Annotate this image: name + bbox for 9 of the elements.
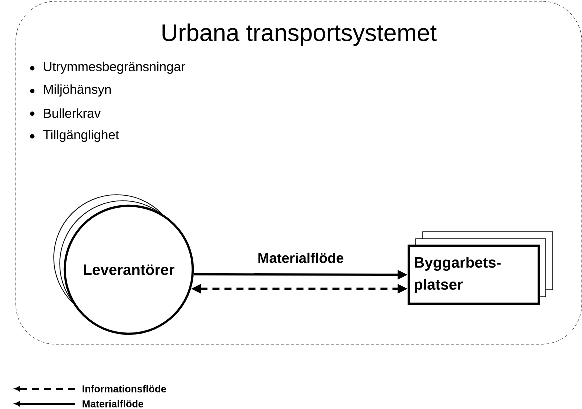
legend-text: Materialflöde xyxy=(82,400,144,408)
legend-text: Informationsflöde xyxy=(82,385,166,393)
bullet-item: Utrymmesbegränsningar xyxy=(44,62,186,74)
title: Urbana transportsystemet xyxy=(162,24,437,46)
edge-label: Materialflöde xyxy=(258,252,344,264)
bullet-item: Bullerkrav xyxy=(44,108,101,118)
stacked-box: Byggarbets- platser xyxy=(408,232,554,306)
bullet-item: Miljöhänsyn xyxy=(44,84,111,97)
bullet-item: Tillgänglighet xyxy=(44,130,120,142)
